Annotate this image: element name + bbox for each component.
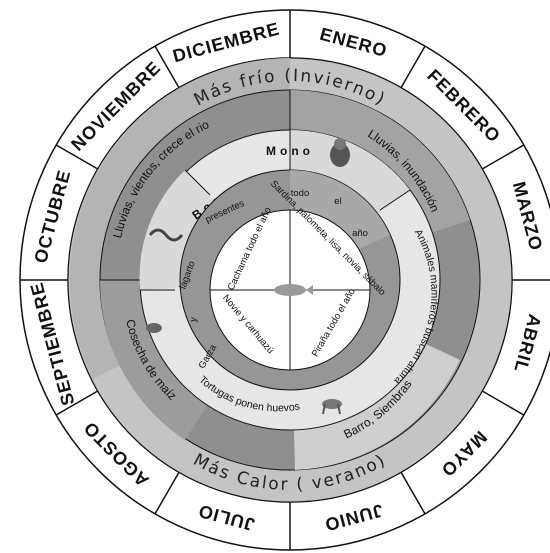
mono-label: Mono [266,144,314,158]
inner-el: el [334,196,341,207]
turtle-icon [146,323,162,333]
inner-anio: año [352,228,368,239]
